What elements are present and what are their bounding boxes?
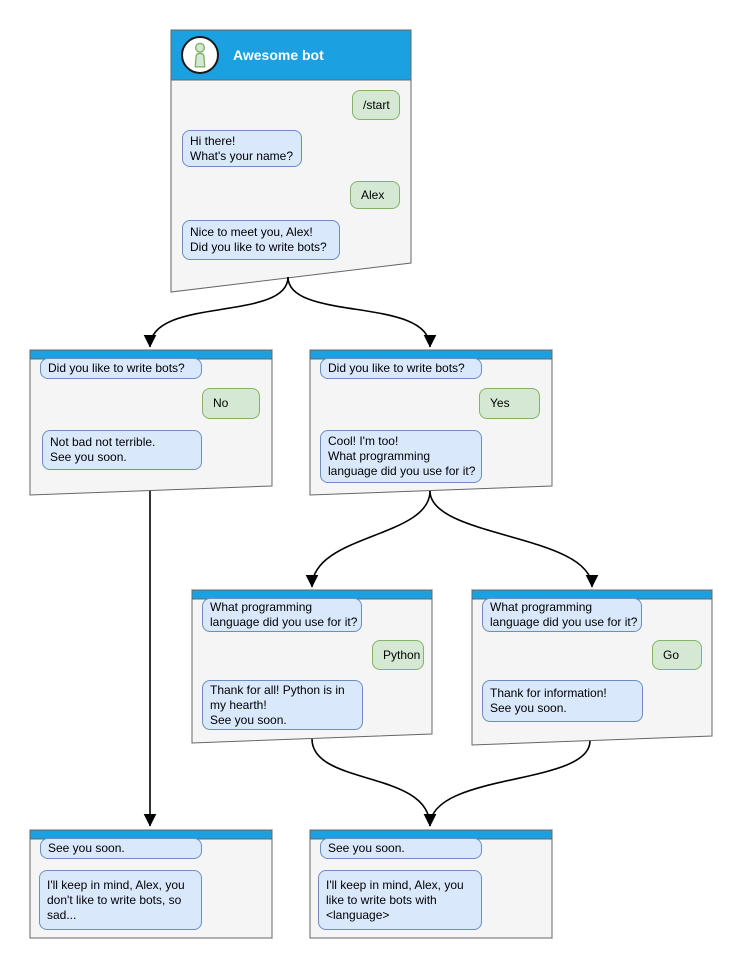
edge-yes-to-python	[305, 490, 431, 588]
edge-root-to-yes-branch	[287, 276, 437, 348]
edge-yes-to-go	[429, 490, 599, 588]
edge-python-to-end	[311, 738, 437, 827]
window-body	[29, 349, 273, 496]
window-titlebar	[309, 829, 553, 840]
window-body	[309, 829, 553, 939]
chat-window-end-yes-shape	[309, 829, 553, 939]
window-titlebar	[29, 349, 273, 360]
edge-go-to-end	[423, 740, 591, 827]
edge-root-to-no-branch	[143, 276, 289, 348]
chat-window-no-shape	[29, 349, 273, 496]
window-titlebar	[191, 589, 433, 600]
window-titlebar	[309, 349, 553, 360]
chat-window-go-shape	[471, 589, 713, 746]
window-titlebar	[471, 589, 713, 600]
window-titlebar	[29, 829, 273, 840]
chat-window-yes-shape	[309, 349, 553, 496]
window-body	[309, 349, 553, 496]
chat-window-root-shape	[170, 29, 412, 293]
window-body	[191, 589, 433, 744]
chat-window-python-shape	[191, 589, 433, 744]
window-body	[471, 589, 713, 746]
window-body	[29, 829, 273, 939]
chat-window-end-no-shape	[29, 829, 273, 939]
window-titlebar	[170, 29, 412, 81]
